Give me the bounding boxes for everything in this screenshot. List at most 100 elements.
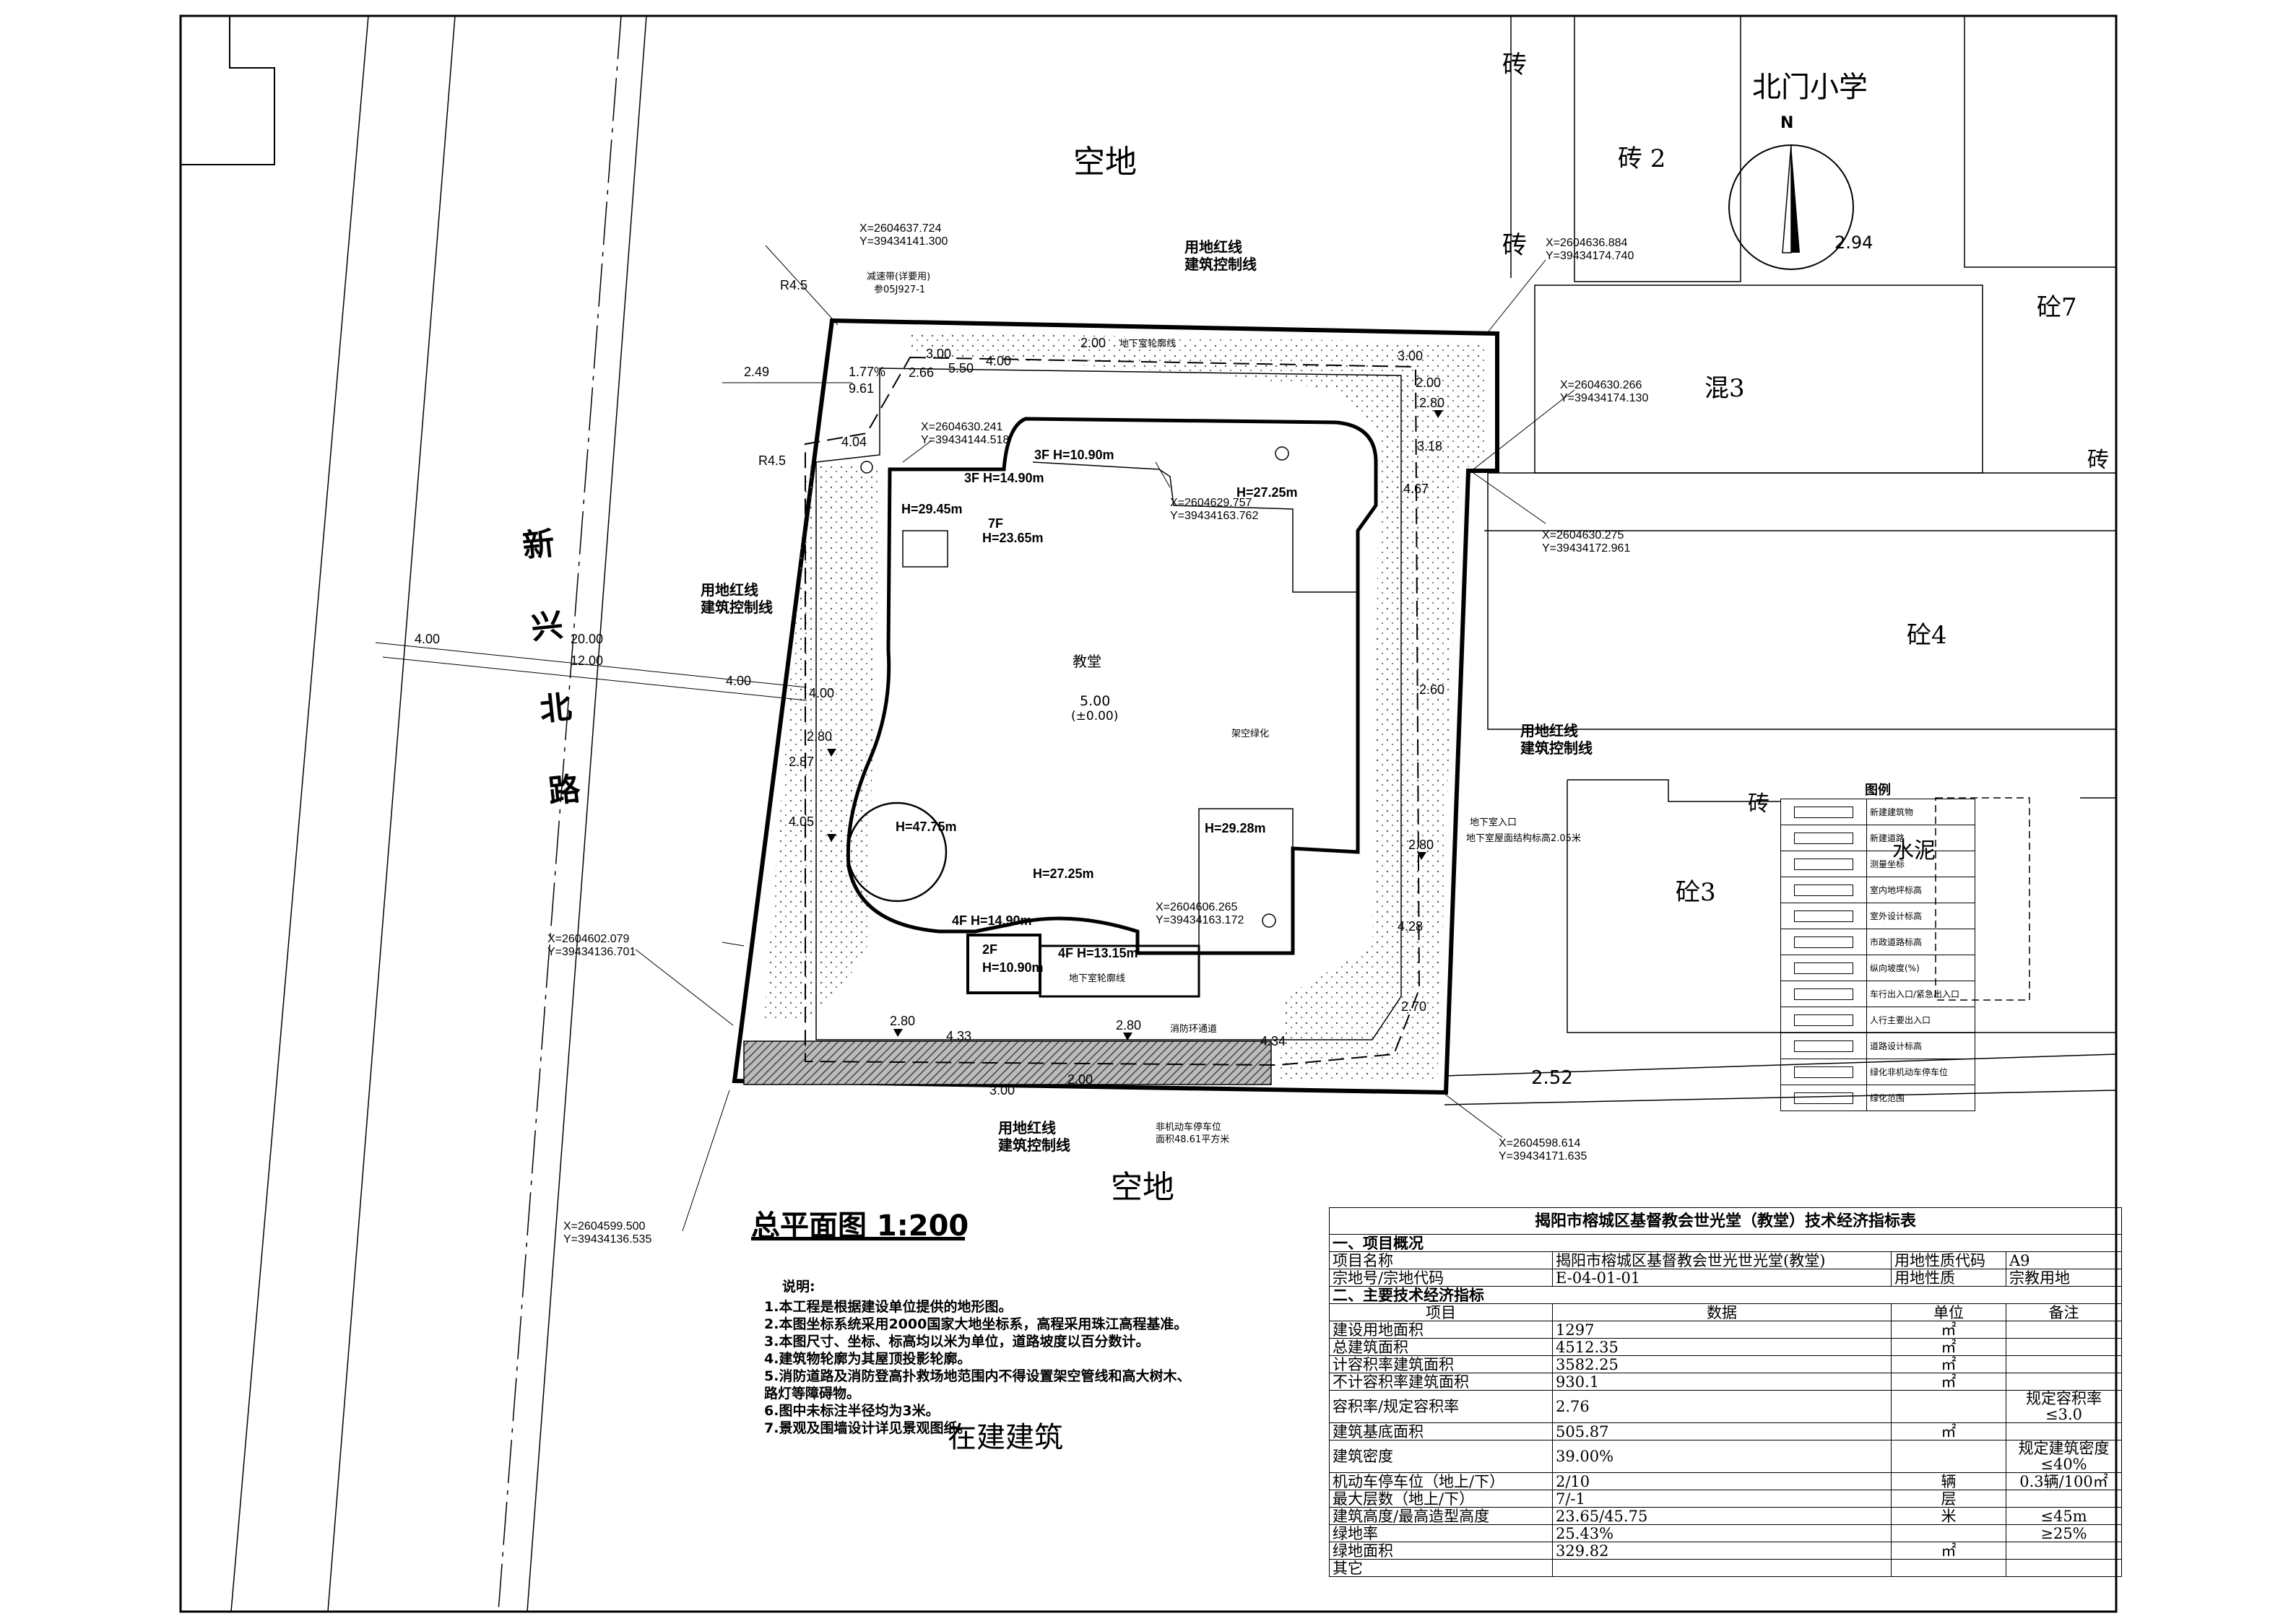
dimension-label: 2.80 (807, 729, 833, 744)
block-height-label: 3F H=14.90m (964, 471, 1044, 485)
cell: 建筑基底面积 (1329, 1422, 1553, 1440)
road-edges (230, 15, 647, 1612)
dimension-label: 4.00 (726, 674, 752, 688)
legend-symbol (1780, 929, 1867, 955)
open-space-bottom: 空地 (1111, 1169, 1174, 1206)
col-header: 备注 (2006, 1303, 2122, 1321)
block-height-label: H=29.45m (901, 502, 963, 516)
dimension-label: 2.00 (1067, 1072, 1093, 1087)
note-item: 4.建筑物轮廓为其屋顶投影轮廓。 (764, 1351, 971, 1367)
neighbor-buildings (1444, 16, 2117, 1105)
dimension-label: 4.00 (986, 354, 1012, 368)
cell (2006, 1490, 2122, 1508)
red-line-callout-east: 用地红线建筑控制线 (1520, 722, 1593, 757)
cell: 总建筑面积 (1329, 1338, 1553, 1356)
cell: 辆 (1891, 1472, 2006, 1490)
legend-label: 绿化非机动车停车位 (1866, 1059, 1975, 1085)
col-header: 单位 (1891, 1303, 2006, 1321)
table-row: 其它 (1329, 1559, 2122, 1577)
dimension-label: 9.61 (849, 381, 875, 396)
entrance-arrows (827, 410, 1443, 1040)
cell: 930.1 (1552, 1373, 1892, 1391)
cell (1891, 1440, 2006, 1473)
legend-label: 绿化范围 (1866, 1085, 1975, 1111)
dimension-label: 2.87 (789, 755, 815, 769)
dimension-label: 2.66 (909, 365, 935, 380)
elev-2-52: 2.52 (1531, 1067, 1573, 1089)
green-area-west (764, 462, 878, 1018)
cell: 建筑密度 (1329, 1440, 1553, 1473)
open-space-top: 空地 (1073, 144, 1137, 181)
control-line-label: 建筑控制线 (701, 599, 773, 616)
coordinate-y: Y=39434174.740 (1546, 250, 1634, 262)
dimension-label: 2.70 (1401, 999, 1427, 1014)
legend-label: 道路设计标高 (1866, 1033, 1975, 1059)
neighbor-label: 砖 (1502, 231, 1527, 260)
legend-symbol (1780, 1007, 1867, 1033)
red-line-callout-south: 用地红线建筑控制线 (998, 1119, 1070, 1154)
dimension-label: 2.80 (890, 1014, 916, 1028)
legend-label: 市政道路标高 (1866, 929, 1975, 955)
note-item: 1.本工程是根据建设单位提供的地形图。 (764, 1299, 1013, 1315)
coordinate-x: X=2604598.614 (1499, 1137, 1581, 1150)
fire-lane-label: 消防环通道 (1170, 1024, 1218, 1035)
coordinate-x: X=2604630.275 (1542, 529, 1624, 542)
cell: ≤45m (2006, 1507, 2122, 1525)
cell: 项目名称 (1329, 1251, 1553, 1269)
neighbor-label: 砖 (2087, 448, 2109, 473)
legend-symbol (1780, 799, 1867, 825)
coordinate-y: Y=39434171.635 (1499, 1150, 1587, 1162)
parking-note-2: 面积48.61平方米 (1156, 1134, 1230, 1145)
north-label: N (1780, 114, 1794, 132)
church-elev: 5.00 (1080, 693, 1111, 709)
church-inner-line (1032, 461, 1358, 593)
church-label: 教堂 (1073, 653, 1101, 670)
coordinate-y: Y=39434172.961 (1542, 542, 1631, 555)
cell: 其它 (1329, 1559, 1553, 1577)
overhang-label: 架空绿化 (1231, 729, 1270, 739)
cell (2006, 1559, 2122, 1577)
cell: A9 (2006, 1251, 2122, 1269)
neighbor-label: 砼4 (1907, 621, 1947, 650)
dimension-label: 2.49 (744, 365, 770, 379)
dimension-label: 2.80 (1116, 1018, 1142, 1033)
cell: ㎡ (1891, 1373, 2006, 1391)
speed-bump-2: 参05J927-1 (874, 284, 926, 295)
dimension-lines (375, 382, 852, 947)
section-indicators: 二、主要技术经济指标 (1329, 1286, 2122, 1304)
legend-symbol (1780, 851, 1867, 877)
dimension-label: 3.18 (1417, 439, 1443, 453)
cell: 宗教用地 (2006, 1269, 2122, 1287)
cell: ㎡ (1891, 1542, 2006, 1560)
note-item: 路灯等障碍物。 (764, 1386, 861, 1401)
dimension-label: 4.34 (1260, 1034, 1286, 1048)
cell (1552, 1559, 1892, 1577)
block-height-label: 4F H=13.15m (1058, 946, 1138, 960)
cell: 用地性质代码 (1891, 1251, 2006, 1269)
block-height-label: H=29.28m (1205, 821, 1266, 835)
control-line-label: 建筑控制线 (1520, 739, 1593, 757)
legend-label: 纵向坡度(%) (1866, 955, 1975, 981)
cell: 0.3辆/100㎡ (2006, 1472, 2122, 1490)
green-area-east (910, 332, 1488, 1083)
note-item: 3.本图尺寸、坐标、标高均以米为单位，道路坡度以百分数计。 (764, 1334, 1150, 1350)
cell: ㎡ (1891, 1338, 2006, 1356)
cell: 最大层数（地上/下） (1329, 1490, 1553, 1508)
cell: 建设用地面积 (1329, 1321, 1553, 1339)
legend-title: 图例 (1865, 783, 1891, 798)
dimension-label: 4.67 (1403, 482, 1429, 496)
block-height-label: H=10.90m (982, 960, 1044, 975)
col-header: 项目 (1329, 1303, 1553, 1321)
coordinate-x: X=2604599.500 (563, 1220, 646, 1233)
cell (2006, 1338, 2122, 1356)
coordinate-x: X=2604602.079 (547, 933, 630, 945)
round-tower (846, 801, 948, 903)
cell: 39.00% (1552, 1440, 1892, 1473)
